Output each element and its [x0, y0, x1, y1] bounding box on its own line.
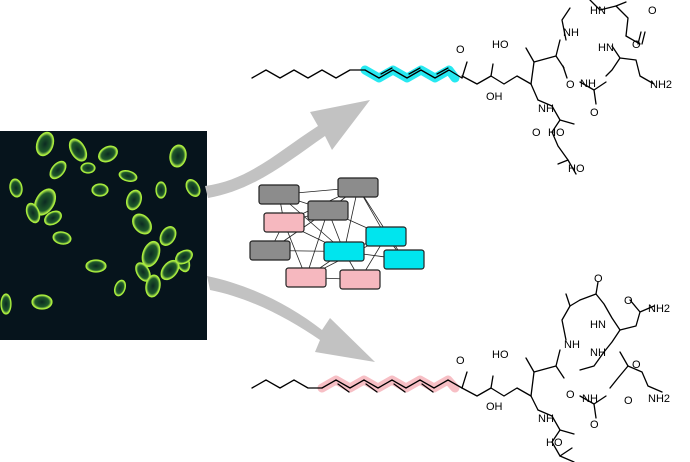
bottom-label-nh4: NH — [582, 393, 598, 405]
arrow-to-top-molecule — [205, 100, 370, 198]
network-node-pink — [263, 212, 305, 233]
bottom-label-o7: O — [624, 395, 633, 407]
algae-cell — [159, 226, 177, 246]
algae-cell — [145, 274, 161, 298]
algae-cell — [169, 144, 187, 168]
bottom-label-nh3: NH — [590, 347, 606, 359]
top-label-nh1: NH — [563, 27, 579, 39]
bottom-label-oh: OH — [486, 401, 503, 413]
network-edge — [305, 210, 329, 278]
algae-cell — [9, 178, 23, 198]
bottom-label-o5: O — [624, 295, 633, 307]
top-label-nh2-amide: NH2 — [650, 79, 672, 91]
top-label-nh2: NH — [538, 103, 554, 115]
algae-cell — [175, 249, 193, 265]
top-label-o2: O — [566, 79, 575, 91]
algae-cell — [31, 294, 53, 310]
top-label-o5: O — [632, 39, 641, 51]
bottom-label-o4: O — [590, 419, 599, 431]
bottom-label-nh2-amide1: NH2 — [648, 303, 670, 315]
algae-cell — [91, 183, 109, 197]
network-node-cyan — [365, 226, 407, 247]
algae-cell — [80, 162, 96, 174]
top-label-ho: HO — [492, 39, 509, 51]
algae-cell — [68, 138, 88, 162]
algae-cell — [49, 160, 67, 180]
algae-cell — [98, 145, 118, 163]
top-molecule: O HO OH NH NH HN HN NH O O O O O NH2 HO … — [251, 0, 672, 175]
bottom-label-o2: O — [594, 273, 603, 285]
top-label-nh3: NH — [580, 78, 596, 90]
top-label-hn2: HN — [598, 42, 614, 54]
algae-cell — [125, 189, 143, 211]
algae-cell — [155, 181, 167, 199]
network-node-cyan — [323, 241, 365, 262]
top-label-o3: O — [590, 107, 599, 119]
algae-cell — [44, 210, 62, 226]
network-node-gray — [337, 177, 379, 198]
algae-cell — [118, 170, 138, 182]
bottom-label-ho2: HO — [546, 437, 563, 449]
top-label-ho3: HO — [568, 163, 585, 175]
bottom-label-nh2-amide2: NH2 — [648, 393, 670, 405]
network-nodes — [249, 177, 425, 290]
network-node-pink — [339, 269, 381, 290]
network-edge — [357, 187, 405, 260]
top-label-o4: O — [532, 127, 541, 139]
algae-cells — [0, 131, 201, 315]
bottom-label-o6: O — [632, 359, 641, 371]
algae-cell — [132, 213, 152, 235]
top-label-o6: O — [648, 5, 657, 17]
algae-cell — [113, 279, 127, 297]
algae-cell — [25, 202, 41, 224]
algae-cell — [35, 131, 55, 157]
algae-cell — [0, 293, 12, 315]
network-node-cyan — [383, 249, 425, 270]
micrograph-image — [0, 131, 207, 340]
top-label-hn1: HN — [590, 5, 606, 17]
algae-cell — [52, 231, 72, 245]
network-node-gray — [249, 240, 291, 261]
network-node-pink — [285, 267, 327, 288]
bottom-molecule: O HO OH NH NH NH HN NH O O O O O O NH2 N… — [251, 273, 670, 462]
bottom-label-nh1: NH — [564, 339, 580, 351]
network-node-gray — [258, 184, 300, 205]
bottom-label-hn: HN — [590, 319, 606, 331]
arrow-to-bottom-molecule — [207, 276, 375, 362]
bottom-label-o1: O — [456, 355, 465, 367]
network-edge — [343, 187, 359, 252]
algae-cell — [185, 179, 201, 197]
bottom-label-ho: HO — [492, 349, 509, 361]
top-label-oh: OH — [486, 91, 503, 103]
bottom-label-o3: O — [566, 389, 575, 401]
algae-cell — [85, 259, 107, 273]
bottom-label-nh2: NH — [538, 413, 554, 425]
top-label-ho2: HO — [548, 127, 565, 139]
top-label-o1: O — [456, 44, 465, 56]
interaction-network — [249, 177, 425, 290]
network-node-gray — [307, 200, 349, 221]
